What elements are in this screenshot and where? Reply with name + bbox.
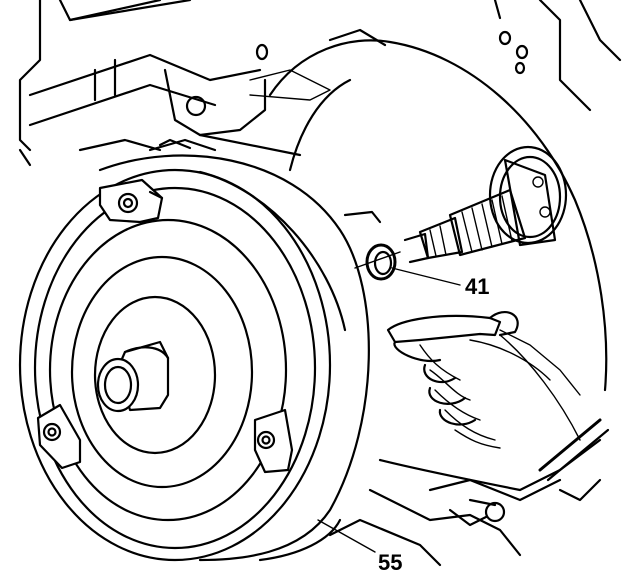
torque-converter-part-55: [18, 138, 370, 562]
callout-label-41: 41: [465, 274, 489, 299]
transmission-housing: [255, 0, 622, 567]
engine-block: [18, 0, 331, 167]
input-shaft: [354, 145, 568, 269]
leader-line-41: [391, 267, 461, 286]
seal-ring-part-41: [365, 243, 397, 281]
leader-line-55: [317, 519, 376, 553]
callout-label-55: 55: [378, 550, 402, 574]
technician-hand: [386, 311, 581, 441]
